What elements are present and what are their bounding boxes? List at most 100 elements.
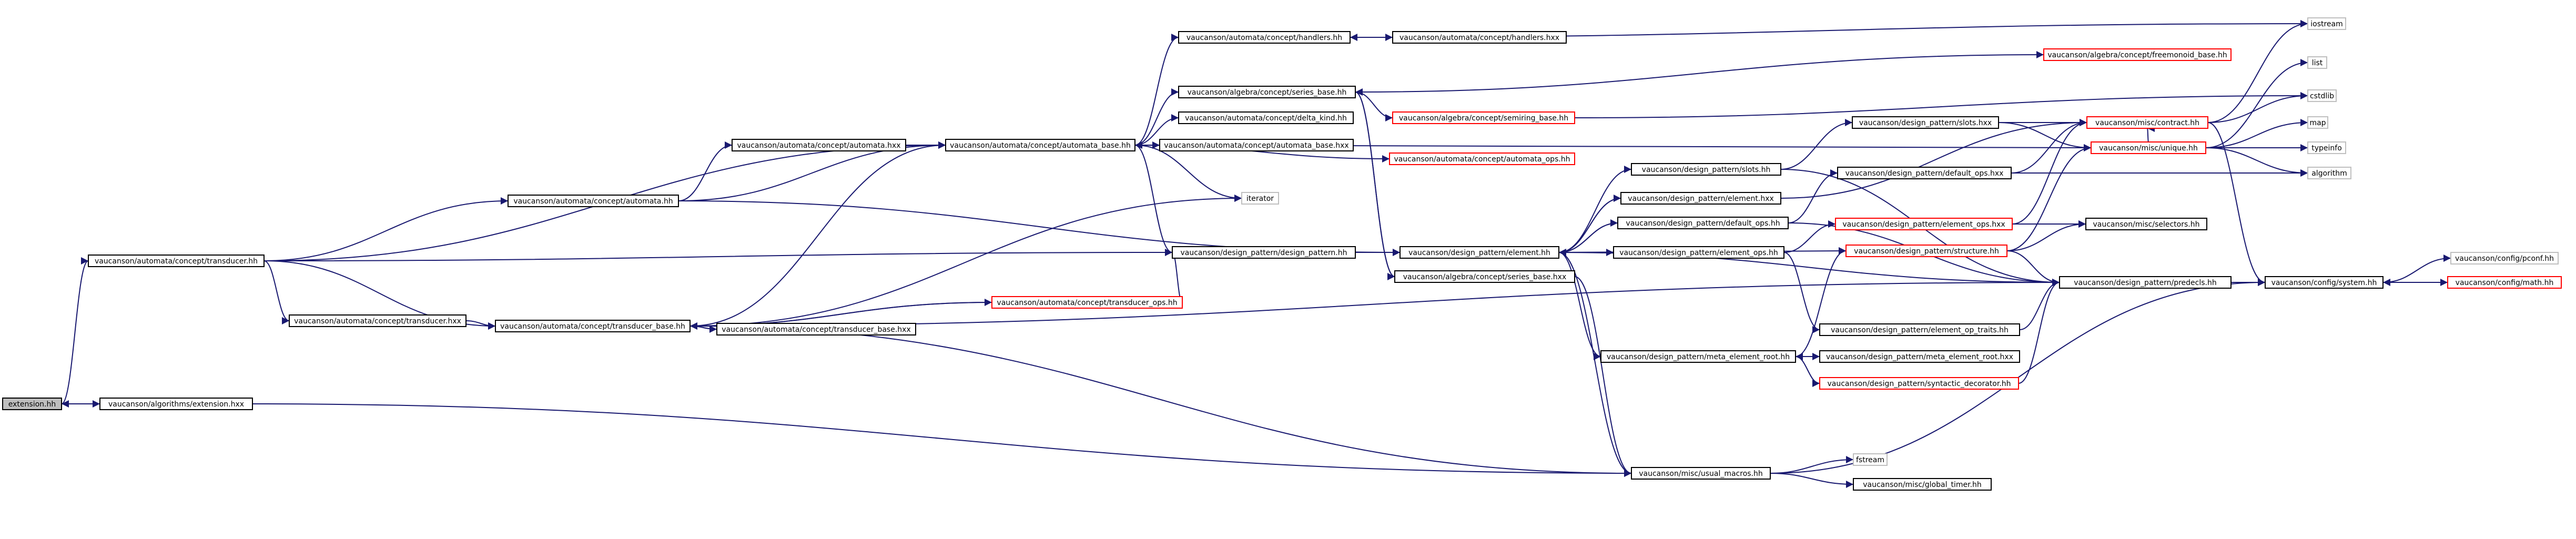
node-box[interactable] [1617,217,1789,229]
node-box[interactable] [2091,141,2206,154]
node-box[interactable] [716,323,916,335]
node-box[interactable] [99,398,253,410]
graph-node-element-hh[interactable]: vaucanson/design_pattern/element.hh [1399,246,1559,259]
graph-node-transducer-base-hxx[interactable]: vaucanson/automata/concept/transducer_ba… [716,323,916,335]
node-box[interactable] [1600,350,1796,363]
graph-node-fstream[interactable]: fstream [1853,453,1888,466]
graph-node-slots-hxx[interactable]: vaucanson/design_pattern/slots.hxx [1852,116,1999,129]
graph-node-cstdlib[interactable]: cstdlib [2307,89,2337,102]
graph-node-math-hh[interactable]: vaucanson/config/math.hh [2447,276,2562,289]
graph-node-algorithm[interactable]: algorithm [2307,167,2351,179]
graph-node-extension-hh[interactable]: extension.hh [2,398,62,410]
graph-node-global-timer-hh[interactable]: vaucanson/misc/global_timer.hh [1853,478,1992,491]
graph-node-element-hxx[interactable]: vaucanson/design_pattern/element.hxx [1620,192,1781,205]
node-box[interactable] [1837,167,2012,179]
graph-node-transducer-hh[interactable]: vaucanson/automata/concept/transducer.hh [88,255,265,267]
node-box[interactable] [1631,163,1781,176]
node-box[interactable] [2085,218,2207,230]
graph-node-series-base-hh[interactable]: vaucanson/algebra/concept/series_base.hh [1178,86,1356,98]
node-box[interactable] [1853,478,1992,491]
graph-node-automata-hxx[interactable]: vaucanson/automata/concept/automata.hxx [732,139,906,151]
node-box[interactable] [1620,192,1781,205]
graph-node-usual-macros-hh[interactable]: vaucanson/misc/usual_macros.hh [1631,467,1771,480]
graph-node-automata-base-hxx[interactable]: vaucanson/automata/concept/automata_base… [1159,139,1354,151]
node-box[interactable] [1819,350,2020,363]
node-box[interactable] [1178,111,1354,124]
node-box[interactable] [508,195,679,207]
graph-node-element-ops-hxx[interactable]: vaucanson/design_pattern/element_ops.hxx [1835,218,2013,230]
graph-node-element-ops-hh[interactable]: vaucanson/design_pattern/element_ops.hh [1613,246,1784,259]
graph-node-freemonoid-base-hh[interactable]: vaucanson/algebra/concept/freemonoid_bas… [2043,48,2232,61]
graph-node-system-hh[interactable]: vaucanson/config/system.hh [2265,276,2384,289]
node-box[interactable] [1241,192,1279,205]
node-box[interactable] [2307,56,2327,69]
graph-node-algorithms-extension-hxx[interactable]: vaucanson/algorithms/extension.hxx [99,398,253,410]
graph-node-default-ops-hxx[interactable]: vaucanson/design_pattern/default_ops.hxx [1837,167,2012,179]
graph-node-list[interactable]: list [2307,56,2327,69]
node-box[interactable] [2307,89,2337,102]
node-box[interactable] [2265,276,2384,289]
node-box[interactable] [1178,31,1351,44]
graph-node-contract-hh[interactable]: vaucanson/misc/contract.hh [2086,116,2208,129]
node-box[interactable] [1819,323,2020,336]
node-box[interactable] [2,398,62,410]
node-box[interactable] [2307,167,2351,179]
node-box[interactable] [945,139,1135,151]
graph-node-syntactic-decorator-hh[interactable]: vaucanson/design_pattern/syntactic_decor… [1819,377,2019,390]
graph-node-design-pattern-hh[interactable]: vaucanson/design_pattern/design_pattern.… [1172,246,1356,259]
node-box[interactable] [991,296,1183,309]
graph-node-pconf-hh[interactable]: vaucanson/config/pconf.hh [2450,252,2559,265]
node-box[interactable] [2043,48,2232,61]
graph-node-transducer-base-hh[interactable]: vaucanson/automata/concept/transducer_ba… [495,320,691,332]
node-box[interactable] [2450,252,2559,265]
graph-node-iostream[interactable]: iostream [2307,17,2346,30]
node-box[interactable] [2307,116,2328,129]
node-box[interactable] [2059,276,2232,289]
node-box[interactable] [289,314,466,327]
node-box[interactable] [1852,116,1999,129]
graph-node-structure-hh[interactable]: vaucanson/design_pattern/structure.hh [1845,245,2007,257]
graph-node-automata-base-hh[interactable]: vaucanson/automata/concept/automata_base… [945,139,1135,151]
node-box[interactable] [2447,276,2562,289]
node-box[interactable] [1613,246,1784,259]
node-box[interactable] [1178,86,1356,98]
node-box[interactable] [88,255,265,267]
graph-node-meta-element-root-hxx[interactable]: vaucanson/design_pattern/meta_element_ro… [1819,350,2020,363]
graph-node-series-base-hxx[interactable]: vaucanson/algebra/concept/series_base.hx… [1394,270,1575,283]
node-box[interactable] [1853,453,1888,466]
node-box[interactable] [1631,467,1771,480]
node-box[interactable] [1394,270,1575,283]
node-box[interactable] [2086,116,2208,129]
graph-node-transducer-hxx[interactable]: vaucanson/automata/concept/transducer.hx… [289,314,466,327]
node-box[interactable] [1389,152,1575,165]
graph-node-semiring-base-hh[interactable]: vaucanson/algebra/concept/semiring_base.… [1392,111,1575,124]
graph-node-typeinfo[interactable]: typeinfo [2307,141,2346,154]
node-box[interactable] [1399,246,1559,259]
node-box[interactable] [1845,245,2007,257]
graph-node-meta-element-root-hh[interactable]: vaucanson/design_pattern/meta_element_ro… [1600,350,1796,363]
node-box[interactable] [1172,246,1356,259]
graph-node-selectors-hh[interactable]: vaucanson/misc/selectors.hh [2085,218,2207,230]
graph-node-unique-hh[interactable]: vaucanson/misc/unique.hh [2091,141,2206,154]
node-box[interactable] [2307,141,2346,154]
node-box[interactable] [732,139,906,151]
graph-node-handlers-hxx[interactable]: vaucanson/automata/concept/handlers.hxx [1392,31,1567,44]
node-box[interactable] [1159,139,1354,151]
node-box[interactable] [1392,111,1575,124]
node-box[interactable] [2307,17,2346,30]
node-box[interactable] [1835,218,2013,230]
graph-node-slots-hh[interactable]: vaucanson/design_pattern/slots.hh [1631,163,1781,176]
graph-node-map[interactable]: map [2307,116,2328,129]
graph-node-automata-ops-hh[interactable]: vaucanson/automata/concept/automata_ops.… [1389,152,1575,165]
graph-node-element-op-traits-hh[interactable]: vaucanson/design_pattern/element_op_trai… [1819,323,2020,336]
graph-node-iterator[interactable]: iterator [1241,192,1279,205]
node-box[interactable] [1392,31,1567,44]
graph-node-default-ops-hh[interactable]: vaucanson/design_pattern/default_ops.hh [1617,217,1789,229]
node-box[interactable] [1819,377,2019,390]
graph-node-transducer-ops-hh[interactable]: vaucanson/automata/concept/transducer_op… [991,296,1183,309]
node-box[interactable] [495,320,691,332]
graph-node-delta-kind-hh[interactable]: vaucanson/automata/concept/delta_kind.hh [1178,111,1354,124]
graph-node-predecls-hh[interactable]: vaucanson/design_pattern/predecls.hh [2059,276,2232,289]
graph-node-automata-hh[interactable]: vaucanson/automata/concept/automata.hh [508,195,679,207]
graph-node-handlers-hh[interactable]: vaucanson/automata/concept/handlers.hh [1178,31,1351,44]
